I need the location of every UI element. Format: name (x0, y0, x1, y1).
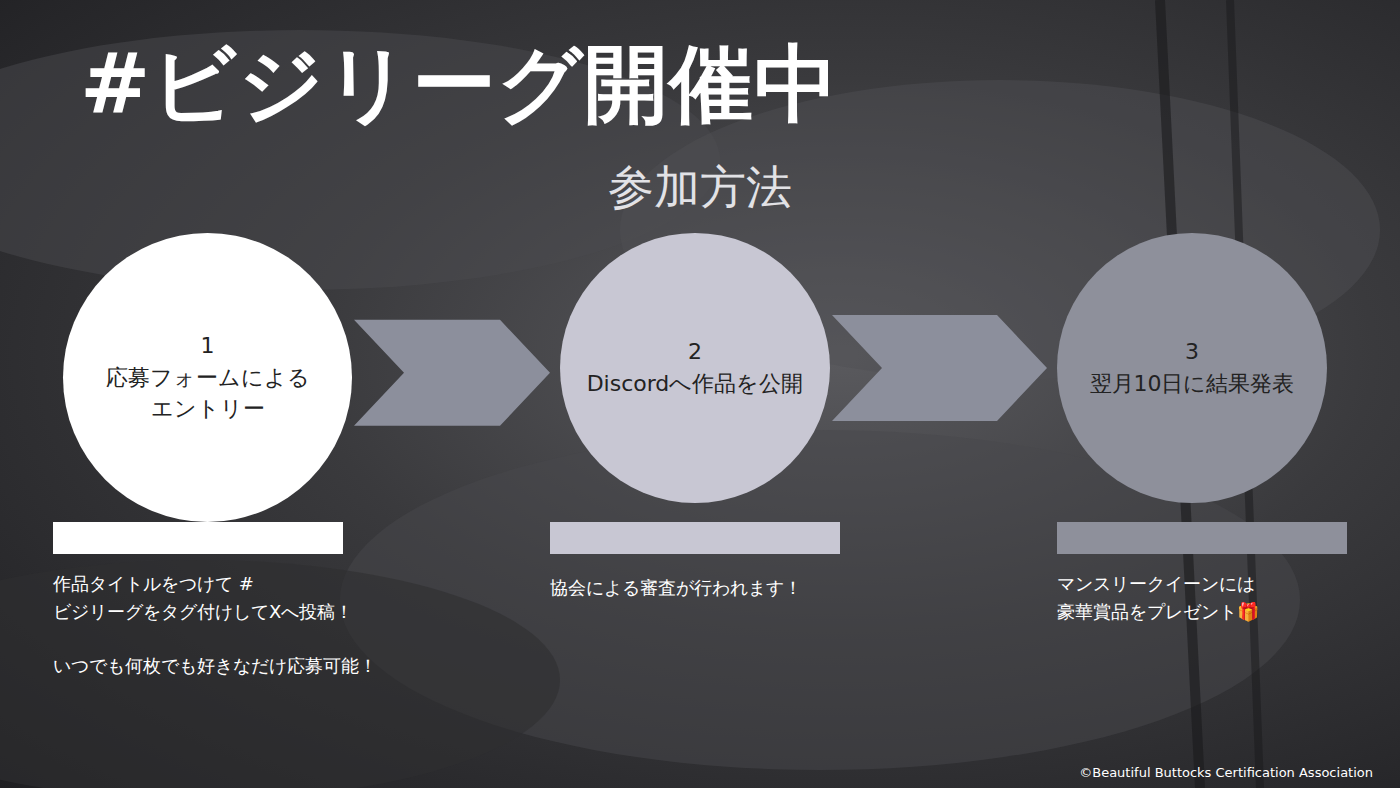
step-bar (53, 522, 343, 554)
bg-shape (0, 560, 560, 788)
step-label: 翌月10日に結果発表 (1090, 368, 1295, 400)
chevron-arrow (832, 315, 1047, 421)
chevron-arrow (354, 320, 550, 426)
step-circle: 3翌月10日に結果発表 (1057, 233, 1327, 503)
step-label: Discordへ作品を公開 (587, 368, 804, 400)
step-note: マンスリークイーンには 豪華賞品をプレゼント🎁 (1057, 570, 1387, 626)
step-bar (1057, 522, 1347, 554)
section-heading: 参加方法 (608, 152, 792, 223)
page-title: #ビジリーグ開催中 (80, 28, 839, 142)
step-note: いつでも何枚でも好きなだけ応募可能！ (53, 652, 473, 680)
step-note: 作品タイトルをつけて #ビジリーグをタグ付けしてXへ投稿！ (53, 570, 433, 626)
step-note: 協会による審査が行われます！ (550, 574, 930, 602)
step-circle: 2Discordへ作品を公開 (560, 233, 830, 503)
step-label: 応募フォームによる エントリー (88, 362, 328, 426)
step-number: 2 (688, 336, 702, 368)
step-number: 1 (201, 330, 215, 362)
step-number: 3 (1185, 336, 1199, 368)
copyright: ©Beautiful Buttocks Certification Associ… (1079, 763, 1373, 783)
step-bar (550, 522, 840, 554)
step-circle: 1応募フォームによる エントリー (63, 233, 352, 522)
